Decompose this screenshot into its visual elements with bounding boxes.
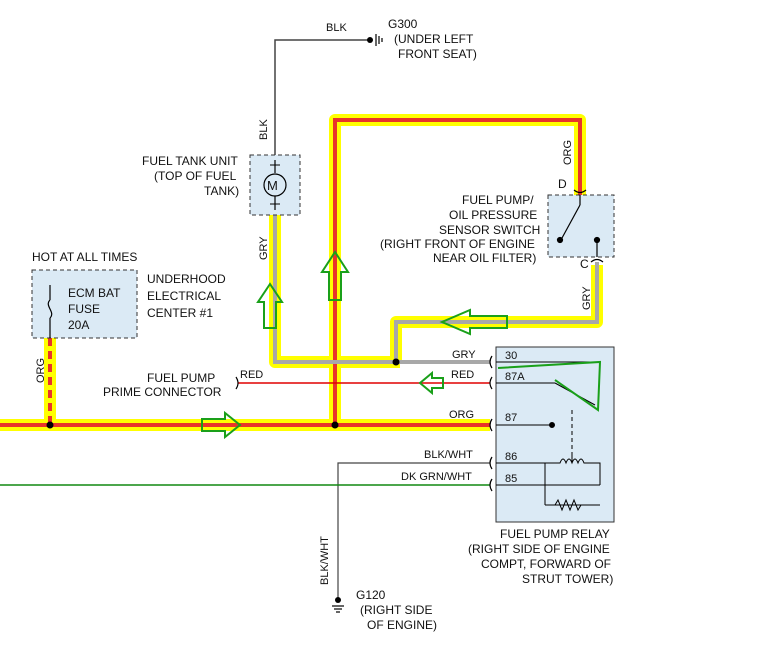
arrow-right-icon bbox=[201, 410, 242, 440]
fuse-line2: FUSE bbox=[68, 302, 100, 316]
arrow-up-icon-1 bbox=[256, 282, 284, 329]
blk-wire-g300 bbox=[274, 39, 370, 155]
g120-dot bbox=[335, 597, 341, 603]
wire-label-gry-switch: GRY bbox=[581, 286, 593, 310]
ground-g300-icon bbox=[375, 34, 383, 46]
switch-line5: NEAR OIL FILTER) bbox=[433, 251, 536, 265]
underhood-line1: UNDERHOOD bbox=[147, 272, 226, 286]
switch-line3: SENSOR SWITCH bbox=[439, 223, 540, 237]
gry-switch-wire bbox=[394, 262, 599, 362]
wire-label-org-switch: ORG bbox=[562, 140, 574, 165]
prime-line2: PRIME CONNECTOR bbox=[103, 385, 222, 399]
g300-id: G300 bbox=[388, 17, 418, 31]
relay-pin-86: 86 bbox=[505, 451, 517, 463]
switch-pin-c: C bbox=[580, 257, 589, 271]
wire-label-org-relay: ORG bbox=[449, 409, 474, 421]
ground-g120-icon bbox=[332, 605, 344, 613]
wire-label-org-fuse: ORG bbox=[35, 358, 47, 383]
relay-pin-87a: 87A bbox=[505, 371, 525, 383]
arrow-up-icon-2 bbox=[320, 250, 350, 301]
g300-line2: FRONT SEAT) bbox=[398, 47, 477, 61]
relay-line1: FUEL PUMP RELAY bbox=[500, 527, 610, 541]
wire-label-red-prime: RED bbox=[240, 369, 263, 381]
wires bbox=[0, 39, 599, 600]
fuse-line1: ECM BAT bbox=[68, 286, 121, 300]
tank-unit-line1: FUEL TANK UNIT bbox=[142, 154, 238, 168]
tank-unit-line2: (TOP OF FUEL bbox=[154, 169, 237, 183]
g300-line1: (UNDER LEFT bbox=[394, 32, 474, 46]
wire-label-blk-wht: BLK/WHT bbox=[424, 449, 473, 461]
g120-line1: (RIGHT SIDE bbox=[360, 603, 432, 617]
g120-line2: OF ENGINE) bbox=[367, 618, 437, 632]
prime-line1: FUEL PUMP bbox=[147, 371, 215, 385]
fuse-icon bbox=[47, 285, 53, 338]
relay-line2: (RIGHT SIDE OF ENGINE bbox=[468, 542, 610, 556]
fuel-pump-relay-box bbox=[495, 346, 615, 523]
switch-pin-d: D bbox=[558, 177, 567, 191]
relay-line4: STRUT TOWER) bbox=[522, 572, 613, 586]
fuse-line3: 20A bbox=[68, 318, 89, 332]
blk-wht-wire bbox=[337, 462, 490, 600]
relay-connectors bbox=[489, 355, 493, 492]
org-switch-wire bbox=[333, 118, 582, 425]
relay-pin-30: 30 bbox=[505, 350, 517, 362]
wire-label-blk: BLK bbox=[326, 22, 347, 34]
wire-label-blk-vertical: BLK bbox=[258, 119, 270, 140]
motor-symbol: M bbox=[267, 178, 278, 193]
wire-label-gry-relay: GRY bbox=[452, 349, 476, 361]
underhood-line2: ELECTRICAL bbox=[147, 289, 221, 303]
pressure-switch-icon bbox=[556, 189, 604, 263]
wire-label-gry-tank: GRY bbox=[258, 236, 270, 260]
gry-tank-wire bbox=[273, 215, 490, 364]
underhood-line3: CENTER #1 bbox=[147, 306, 213, 320]
switch-line2: OIL PRESSURE bbox=[449, 208, 537, 222]
relay-switch-icon bbox=[496, 361, 601, 512]
flow-arrows bbox=[201, 250, 508, 440]
wire-label-dk-grn-wht: DK GRN/WHT bbox=[401, 471, 472, 483]
junctions bbox=[46, 37, 400, 429]
fuel-pump-motor-icon bbox=[263, 160, 287, 210]
wire-label-red-relay: RED bbox=[451, 369, 474, 381]
wire-label-blk-wht-vertical: BLK/WHT bbox=[319, 536, 331, 585]
arrow-left-small-icon bbox=[418, 370, 444, 396]
pressure-switch-box bbox=[547, 194, 615, 258]
relay-pin-87: 87 bbox=[505, 412, 517, 424]
switch-line1: FUEL PUMP/ bbox=[462, 193, 534, 207]
switch-line4: (RIGHT FRONT OF ENGINE bbox=[380, 237, 535, 251]
prime-connector-icon bbox=[235, 376, 239, 390]
relay-annotation-green bbox=[497, 360, 602, 412]
hot-at-all-times: HOT AT ALL TIMES bbox=[32, 250, 137, 264]
relay-line3: COMPT, FORWARD OF bbox=[481, 557, 611, 571]
arrow-left-icon bbox=[439, 308, 508, 336]
g120-id: G120 bbox=[356, 588, 386, 602]
relay-pin-85: 85 bbox=[505, 473, 517, 485]
tank-unit-line3: TANK) bbox=[204, 184, 239, 198]
